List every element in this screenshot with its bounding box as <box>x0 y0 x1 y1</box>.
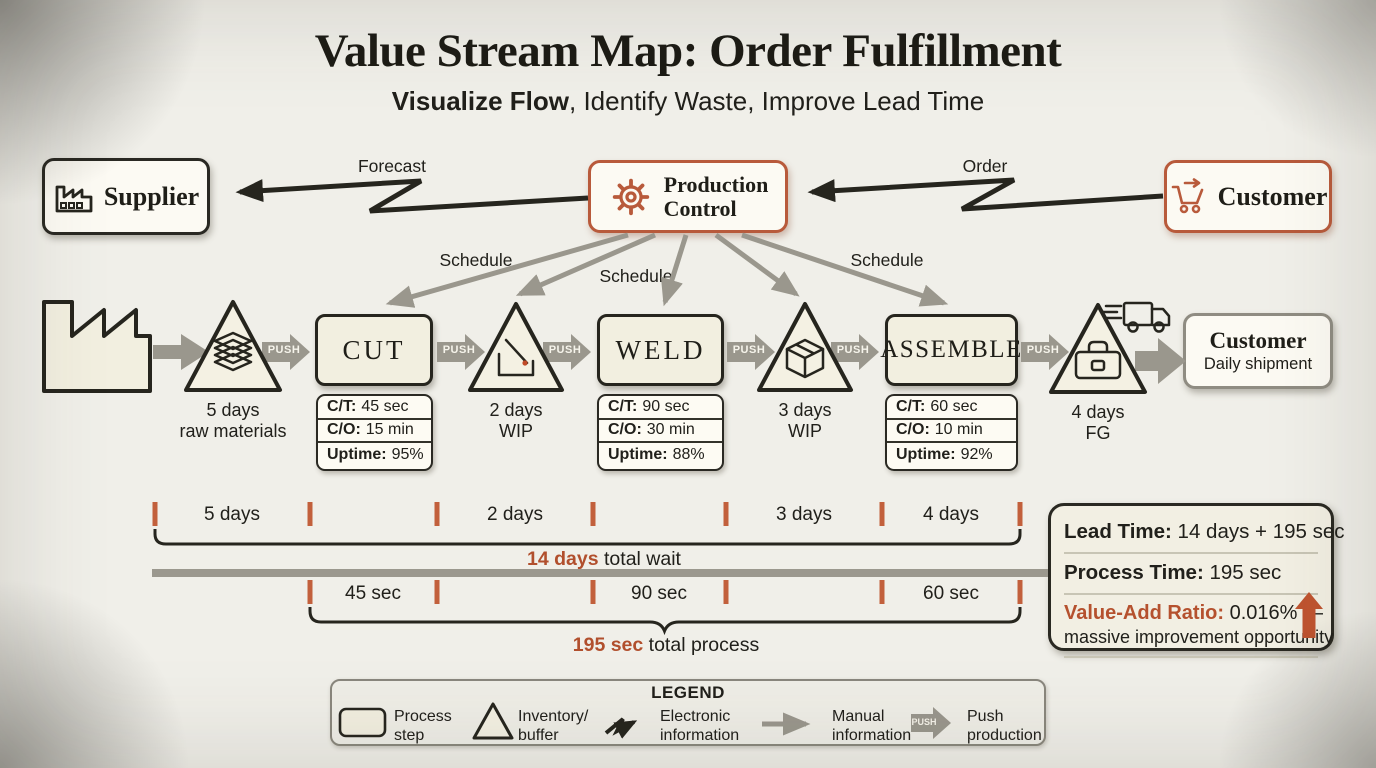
page-title: Value Stream Map: Order Fulfillment <box>314 25 1062 77</box>
databox-weld: C/T:90 sec C/O:30 min Uptime:88% <box>597 394 724 471</box>
subtitle-rest: , Identify Waste, Improve Lead Time <box>569 86 985 116</box>
databox-assemble: C/T:60 sec C/O:10 min Uptime:92% <box>885 394 1018 471</box>
schedule-label-3: Schedule <box>850 250 924 270</box>
page-subtitle: Visualize Flow, Identify Waste, Improve … <box>0 86 1376 117</box>
summary-box: Lead Time: 14 days + 195 sec Process Tim… <box>1048 503 1345 658</box>
process-box-weld: WELD <box>597 314 724 386</box>
push-label-1: PUSH <box>267 344 301 356</box>
improvement-arrow-up-icon <box>1295 592 1323 638</box>
saw-cut-icon <box>497 338 535 377</box>
process-name-weld: WELD <box>615 334 706 365</box>
schedule-label-1: Schedule <box>439 250 513 270</box>
schedule-arrow-wip3 <box>714 232 800 297</box>
schedule-label-2: Schedule <box>599 266 673 286</box>
wait-segment-3: 3 days <box>776 504 832 525</box>
subtitle-emphasis: Visualize Flow <box>391 86 570 116</box>
stat-row: C/O:15 min <box>318 420 431 444</box>
customer-box-label: Customer <box>1217 181 1328 211</box>
wait-bracket <box>153 529 1022 546</box>
push-label-6: PUSH <box>1026 344 1060 356</box>
process-box-cut: CUT <box>315 314 433 386</box>
buffer-label-wip-3: 3 days WIP <box>778 400 832 441</box>
inventory-triangle-fg <box>1049 303 1147 394</box>
stat-row: Uptime:95% <box>327 445 424 463</box>
process-brace <box>308 607 1022 636</box>
supplier-factory-label: Supplier <box>54 348 140 373</box>
buffer-label-raw: 5 days raw materials <box>179 400 287 441</box>
push-label-3: PUSH <box>548 344 582 356</box>
lead-time-row: Lead Time: 14 days + 195 sec <box>1064 513 1345 554</box>
truck-icon <box>1100 301 1171 333</box>
briefcase-icon <box>1074 340 1122 380</box>
process-name-assemble: ASSEMBLE <box>880 336 1023 363</box>
total-process-label: 195 sec total process <box>572 634 760 656</box>
stat-row: C/T:90 sec <box>599 396 722 420</box>
legend-title: LEGEND <box>651 683 725 702</box>
stat-row: C/T:45 sec <box>318 396 431 420</box>
stat-row: C/O:30 min <box>599 420 722 444</box>
production-control-label: Production Control <box>663 171 769 221</box>
legend-label-inventory: Inventory/buffer <box>518 708 589 744</box>
value-add-row: Value-Add Ratio: 0.016% — massive improv… <box>1064 595 1333 658</box>
buffer-label-fg: 4 days FG <box>1071 402 1125 443</box>
stat-row: Uptime:92% <box>896 445 993 463</box>
buffer-label-wip-2: 2 days WIP <box>489 400 543 441</box>
stat-row: C/T:60 sec <box>887 396 1016 420</box>
customer-shipment-subtitle: Daily shipment <box>1203 355 1313 373</box>
process-segment-2: 90 sec <box>631 583 687 604</box>
push-label-5: PUSH <box>836 344 870 356</box>
process-box-assemble: ASSEMBLE <box>880 314 1021 386</box>
factory-shape <box>42 300 152 393</box>
legend-push-glyph-label: PUSH <box>911 717 937 727</box>
process-segment-3: 60 sec <box>923 583 979 604</box>
customer-shipment-box: Customer Daily shipment <box>1183 313 1333 389</box>
forecast-zigzag-arrow <box>235 178 589 214</box>
factory-icon <box>55 185 93 212</box>
customer-box: Customer <box>1164 160 1332 233</box>
process-name-cut: CUT <box>342 334 406 365</box>
order-label: Order <box>962 156 1008 176</box>
total-wait-label: 14 days total wait <box>527 548 681 570</box>
wait-segment-4: 4 days <box>923 504 979 525</box>
stat-row: C/O:10 min <box>887 420 1016 444</box>
wait-segment-1: 5 days <box>204 504 260 525</box>
gear-icon <box>612 178 649 215</box>
stacked-sheets-icon <box>213 331 253 372</box>
supplier-box: Supplier <box>42 158 210 235</box>
shopping-cart-icon <box>1171 177 1203 213</box>
process-time-row: Process Time: 195 sec <box>1064 554 1318 595</box>
package-icon <box>785 338 825 379</box>
wait-segment-2: 2 days <box>487 504 543 525</box>
push-label-4: PUSH <box>732 344 766 356</box>
supplier-box-label: Supplier <box>103 181 200 211</box>
material-arrow-supplier <box>153 334 209 370</box>
production-control-box: Production Control <box>588 160 788 233</box>
process-segment-1: 45 sec <box>345 583 401 604</box>
order-zigzag-arrow <box>807 177 1164 212</box>
material-arrow-shipment <box>1135 338 1186 384</box>
forecast-label: Forecast <box>357 156 427 176</box>
customer-shipment-title: Customer <box>1209 328 1307 353</box>
databox-cut: C/T:45 sec C/O:15 min Uptime:95% <box>316 394 433 471</box>
push-label-2: PUSH <box>442 344 476 356</box>
stat-row: Uptime:88% <box>608 445 705 463</box>
